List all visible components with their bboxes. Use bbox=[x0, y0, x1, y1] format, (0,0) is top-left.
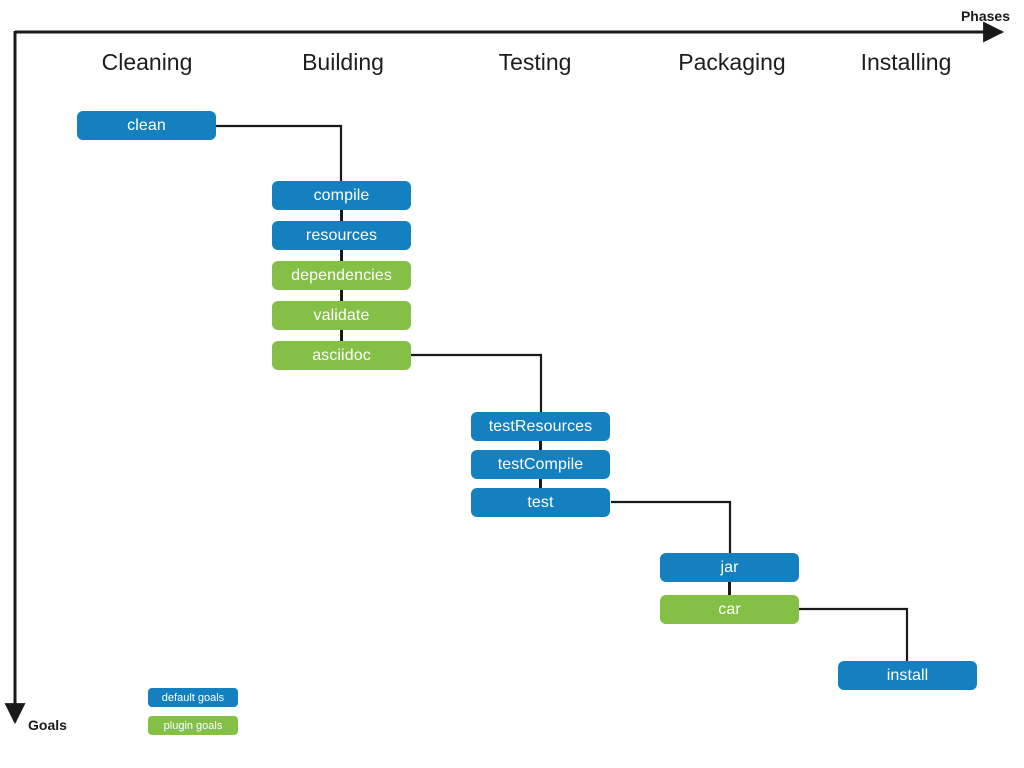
phase-header-cleaning: Cleaning bbox=[101, 49, 193, 75]
connector-stub bbox=[340, 210, 343, 221]
connector-stub bbox=[539, 479, 542, 488]
goal-box-jar[interactable]: jar bbox=[660, 553, 799, 582]
goal-box-testresources[interactable]: testResources bbox=[471, 412, 610, 441]
connector-stub bbox=[340, 290, 343, 301]
phase-header-packaging: Packaging bbox=[678, 49, 786, 75]
connector-stub bbox=[340, 250, 343, 261]
phase-header-building: Building bbox=[302, 49, 384, 75]
connector-clean-to-compile bbox=[216, 124, 343, 181]
phase-header-installing: Installing bbox=[860, 49, 952, 75]
goal-box-dependencies[interactable]: dependencies bbox=[272, 261, 411, 290]
goal-box-install[interactable]: install bbox=[838, 661, 977, 690]
goals-axis-label: Goals bbox=[28, 717, 67, 733]
goal-box-compile[interactable]: compile bbox=[272, 181, 411, 210]
connector-stub bbox=[728, 582, 731, 595]
phases-axis-label: Phases bbox=[960, 8, 1010, 24]
phase-header-testing: Testing bbox=[498, 49, 572, 75]
connector-test-to-jar bbox=[611, 500, 732, 553]
connector-car-to-install bbox=[799, 607, 909, 661]
goal-box-asciidoc[interactable]: asciidoc bbox=[272, 341, 411, 370]
connector-stub bbox=[340, 330, 343, 341]
goal-box-car[interactable]: car bbox=[660, 595, 799, 624]
connector-asciidoc-to-testResources bbox=[411, 353, 543, 412]
goal-box-clean[interactable]: clean bbox=[77, 111, 216, 140]
goal-box-test[interactable]: test bbox=[471, 488, 610, 517]
connector-stub bbox=[539, 441, 542, 450]
goal-box-testcompile[interactable]: testCompile bbox=[471, 450, 610, 479]
legend-item-plugin-goals: plugin goals bbox=[148, 716, 238, 735]
legend-item-default-goals: default goals bbox=[148, 688, 238, 707]
goal-box-validate[interactable]: validate bbox=[272, 301, 411, 330]
goal-box-resources[interactable]: resources bbox=[272, 221, 411, 250]
